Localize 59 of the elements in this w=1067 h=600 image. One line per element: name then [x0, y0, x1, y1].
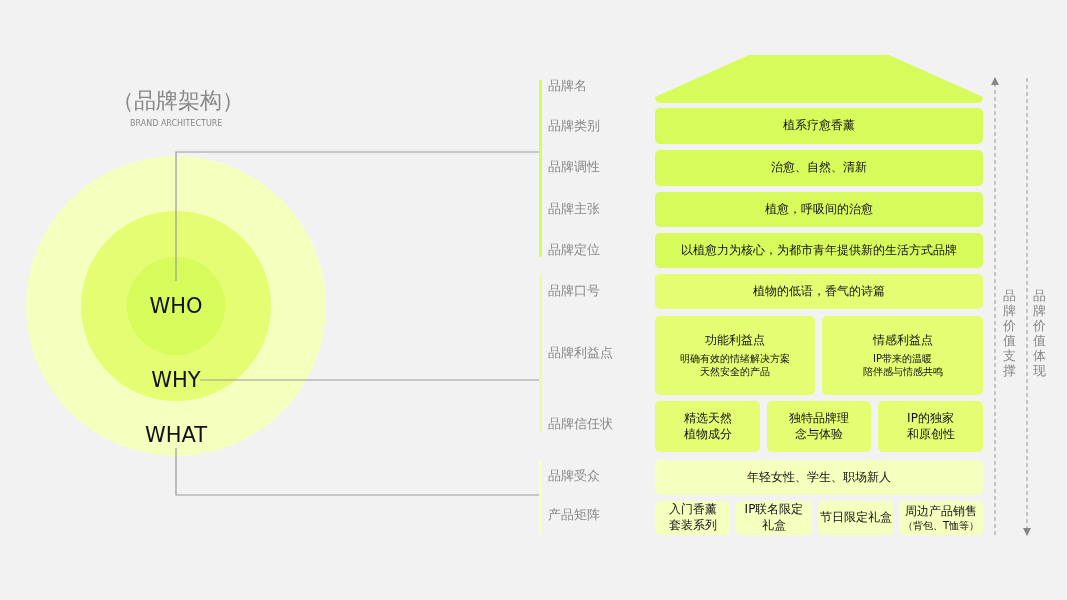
- box-text: 治愈、自然、清新: [771, 160, 867, 176]
- box-note: 明确有效的情绪解决方案: [680, 351, 790, 365]
- content-box: [655, 274, 983, 309]
- content-box: [822, 316, 983, 395]
- circle-label: WHAT: [144, 422, 208, 448]
- box-heading: 功能利益点: [705, 333, 765, 349]
- content-box: [655, 401, 760, 452]
- row-label: 品牌利益点: [548, 344, 613, 362]
- content-box: [736, 501, 812, 535]
- box-text: 精选天然植物成分: [682, 410, 733, 443]
- row-label: 品牌名: [548, 77, 587, 95]
- row-label: 品牌类别: [548, 117, 600, 135]
- box-text: IP联名限定礼盒: [743, 502, 805, 534]
- axis-label: 品牌价值体现: [1033, 288, 1046, 378]
- box-text: 周边产品销售: [905, 503, 977, 520]
- box-note: IP带来的温暖: [873, 351, 932, 365]
- row-label: 品牌主张: [548, 200, 600, 218]
- box-text: 植系疗愈香薰: [783, 118, 855, 134]
- row-label: 品牌定位: [548, 241, 600, 259]
- row-label: 产品矩阵: [548, 506, 600, 524]
- row-label: 品牌受众: [548, 467, 600, 485]
- box-note: 陪伴感与情感共鸣: [862, 364, 943, 378]
- roof-shape: [655, 55, 983, 103]
- content-box: [655, 150, 983, 186]
- box-text: 以植愈力为核心，为都市青年提供新的生活方式品牌: [681, 242, 957, 259]
- leader-line: [175, 447, 540, 496]
- box-heading: 情感利益点: [872, 333, 933, 349]
- box-text: 植愈，呼吸间的治愈: [765, 201, 873, 218]
- content-box: [767, 401, 871, 452]
- row-label: 品牌调性: [548, 158, 600, 176]
- box-text: 植物的低语，香气的诗篇: [753, 283, 885, 300]
- circle-label: WHO: [149, 293, 203, 319]
- content-box: [655, 192, 983, 227]
- box-note: 天然安全的产品: [700, 364, 770, 378]
- content-box: [818, 501, 893, 535]
- box-text: IP的独家和原创性: [905, 410, 956, 443]
- leader-line: [175, 151, 540, 282]
- content-box: [655, 316, 815, 395]
- content-box: [899, 501, 983, 535]
- circle-label: WHY: [151, 367, 201, 393]
- box-text: 节日限定礼盒: [819, 510, 892, 526]
- box-text: 独特品牌理念与体验: [788, 410, 850, 443]
- bracket-bar: [539, 461, 542, 535]
- axis-label: 品牌价值支撑: [1003, 288, 1016, 378]
- content-box: [655, 233, 983, 268]
- leader-line: [199, 379, 540, 381]
- bracket-bar: [539, 80, 542, 257]
- content-box: [655, 460, 983, 495]
- box-note: （背包、T恤等）: [902, 519, 980, 533]
- content-box: [655, 108, 983, 144]
- row-label: 品牌信任状: [548, 415, 613, 433]
- content-box: [878, 401, 983, 452]
- box-text: 年轻女性、学生、职场新人: [747, 469, 891, 486]
- box-text: 入门香薰套装系列: [667, 502, 718, 534]
- title: （品牌架构）: [112, 87, 244, 115]
- row-label: 品牌口号: [548, 282, 600, 300]
- subtitle: BRAND ARCHITECTURE: [130, 119, 223, 128]
- content-box: [655, 501, 730, 535]
- bracket-bar: [539, 274, 542, 432]
